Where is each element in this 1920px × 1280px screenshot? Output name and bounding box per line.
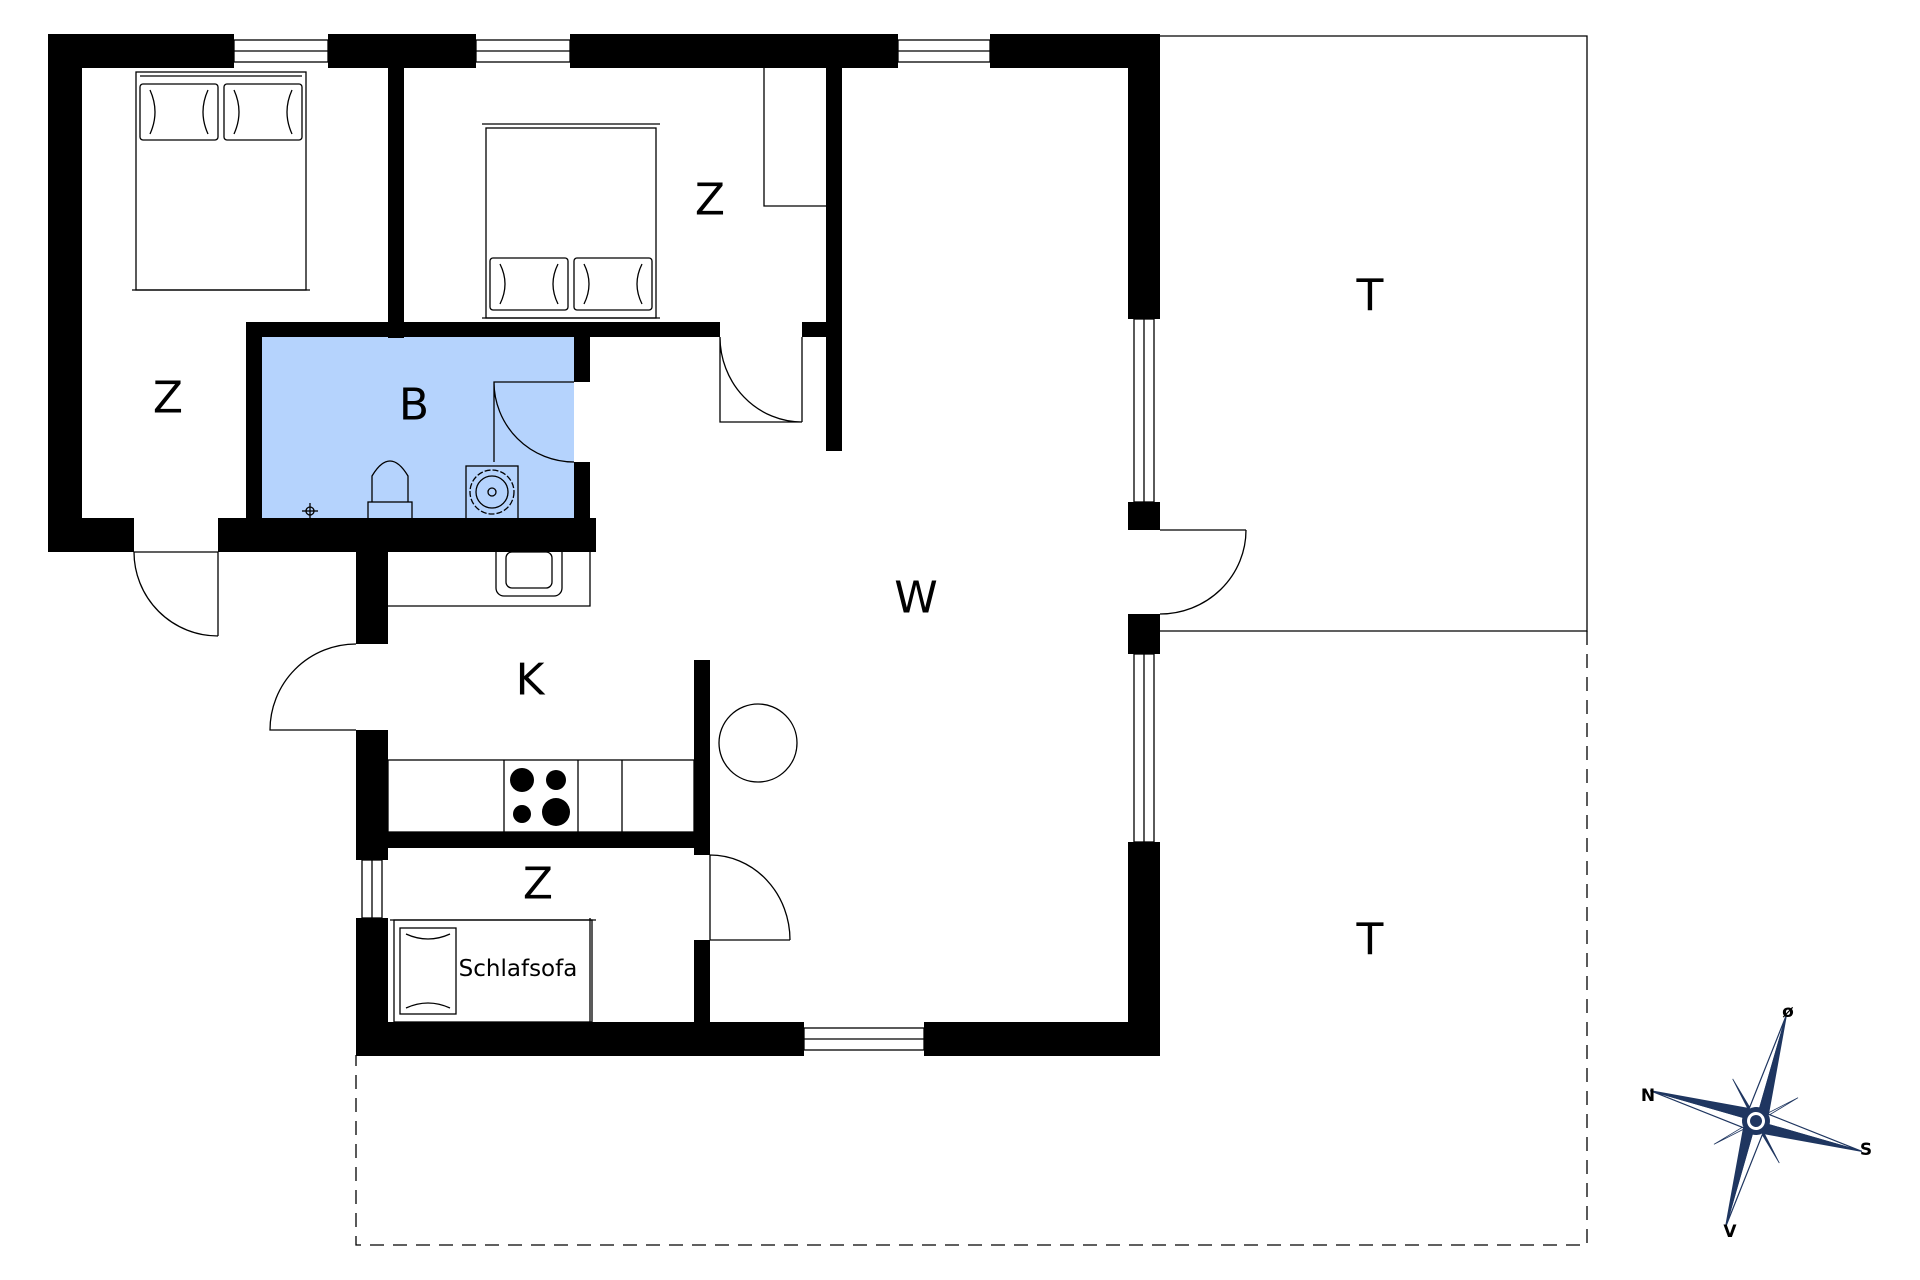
doors — [133, 336, 1247, 941]
room-label-terrace-top: T — [1356, 271, 1384, 322]
round-table — [718, 703, 798, 783]
room-label-bathroom: B — [399, 380, 429, 431]
compass-south: S — [1860, 1140, 1872, 1160]
room-label-bedroom-left: Z — [153, 373, 183, 424]
compass-north: N — [1641, 1086, 1655, 1106]
double-bed-left — [132, 71, 310, 291]
kitchen-counter-top — [388, 535, 591, 607]
washbasin — [465, 465, 519, 521]
double-bed-top — [482, 123, 660, 319]
terrace-top-outline — [1160, 35, 1588, 632]
shower-drain — [302, 503, 318, 519]
compass-west: V — [1723, 1222, 1737, 1242]
bathroom-floor — [262, 337, 574, 520]
terrace-bottom-outline — [355, 631, 1588, 1246]
room-label-bedroom-small: Z — [523, 859, 553, 910]
sofa-bed-label: Schlafsofa — [459, 956, 578, 982]
room-label-living: W — [894, 573, 938, 624]
windows — [233, 39, 1155, 1051]
walls — [48, 34, 1160, 1056]
room-label-terrace-bottom: T — [1356, 915, 1384, 966]
kitchen-counter-bottom — [387, 759, 695, 833]
toilet — [367, 460, 413, 521]
compass-rose — [1650, 1015, 1862, 1227]
wardrobe — [763, 68, 826, 207]
compass-east: ø — [1782, 1002, 1794, 1022]
sofa-bed — [390, 918, 596, 1023]
room-label-bedroom-top: Z — [695, 175, 725, 226]
room-label-kitchen: K — [516, 655, 546, 706]
